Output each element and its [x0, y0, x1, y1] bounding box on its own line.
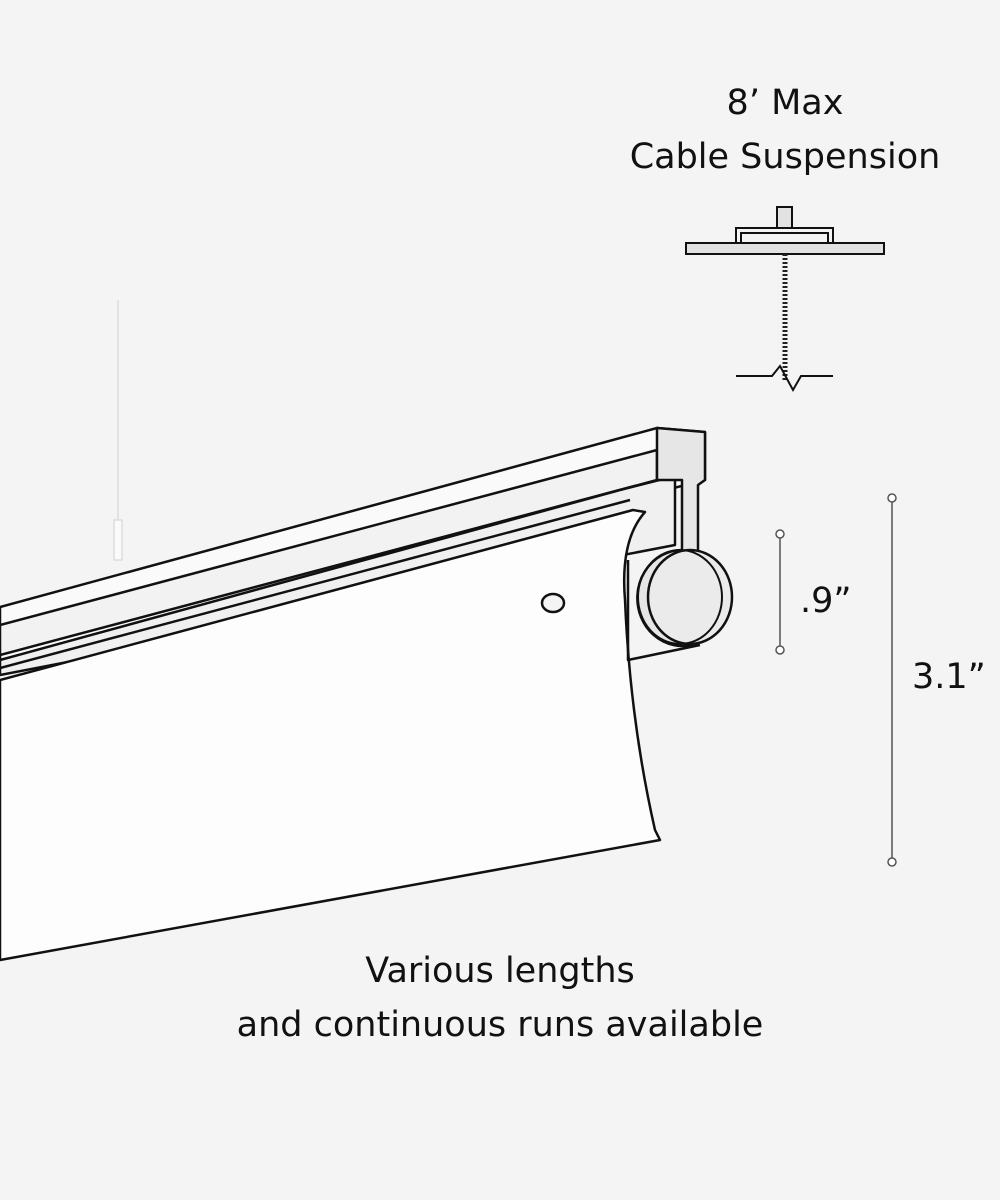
dimension-fixture [887, 493, 897, 867]
caption-line-2: and continuous runs available [236, 1005, 764, 1046]
break-line [736, 364, 833, 393]
suspension-type: Cable Suspension [629, 137, 941, 178]
dimension-endcap [775, 529, 785, 655]
suspension-label: 8’ Max Cable Suspension [600, 76, 970, 185]
suspension-length: 8’ Max [726, 83, 844, 123]
caption-line-1: Various lengths [365, 951, 635, 991]
endcap-height-label: .9” [800, 581, 852, 621]
pendant-cable-left [113, 300, 123, 561]
linear-fixture [0, 426, 734, 962]
caption: Various lengths and continuous runs avai… [150, 944, 850, 1053]
fixture-height-label: 3.1” [912, 657, 986, 697]
mounting-hole [540, 592, 566, 614]
ceiling-canopy [685, 206, 885, 255]
